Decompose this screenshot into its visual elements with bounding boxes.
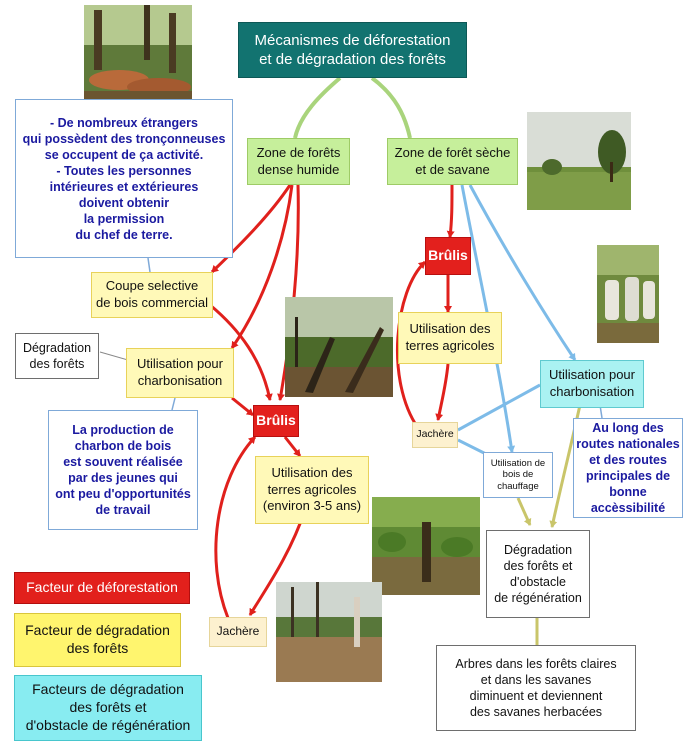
link-brulis-agri [283, 436, 302, 457]
charcoal-note: La production de charbon de bois est sou… [48, 410, 198, 530]
link-charcoal-brulis [231, 396, 254, 417]
brulis-left-node: Brûlis [253, 405, 299, 437]
cassava-field-photo [372, 497, 480, 595]
foreigners-note: - De nombreux étrangers qui possèdent de… [15, 99, 233, 258]
brulis-right-node: Brûlis [425, 237, 471, 275]
jachere-left-node: Jachère [209, 617, 267, 647]
charcoal-bags-photo [597, 245, 659, 343]
degradation-regen-node: Dégradation des forêts et d'obstacle de … [486, 530, 590, 618]
link-dry-charcoal [468, 184, 577, 361]
link-charcoal-note [171, 397, 176, 411]
link-dense-charcoal [230, 184, 294, 349]
dry-savanna-photo [527, 112, 631, 210]
diagram-title: Mécanismes de déforestation et de dégrad… [238, 22, 467, 78]
charcoal-left-node: Utilisation pour charbonisation [126, 348, 234, 398]
link-jachere-brulis [214, 435, 257, 619]
link-charcoal-jachere [457, 383, 541, 432]
cleared-land-photo [276, 582, 382, 682]
legend-deforestation: Facteur de déforestation [14, 572, 190, 604]
link-dense-selective [210, 184, 292, 274]
link-title-dense [293, 76, 342, 139]
link-dry-brulis [446, 184, 455, 238]
link-selective-brulis [209, 303, 273, 401]
zone-dense-humid: Zone de forêts dense humide [247, 138, 350, 185]
charcoal-right-node: Utilisation pour charbonisation [540, 360, 644, 408]
link-degradation-line [99, 351, 129, 361]
link-jachere-brulis-right [395, 260, 427, 429]
legend-degradation-regen: Facteurs de dégradation des forêts et d'… [14, 675, 202, 741]
savanna-result-node: Arbres dans les forêts claires et dans l… [436, 645, 636, 731]
selective-logging-node: Coupe selective de bois commercial [91, 272, 213, 318]
logged-timber-photo [84, 5, 192, 103]
link-foreigners-note [147, 257, 151, 273]
agri-right-node: Utilisation des terres agricoles [398, 312, 502, 364]
link-title-dry [370, 76, 412, 139]
roads-note: Au long des routes nationales et des rou… [573, 418, 683, 518]
forest-degradation-node: Dégradation des forêts [15, 333, 99, 379]
zone-dry-savanna: Zone de forêt sèche et de savane [387, 138, 518, 185]
link-agri-jachere-right [435, 363, 450, 421]
link-firewood-degradation [516, 497, 532, 526]
agri-left-node: Utilisation des terres agricoles (enviro… [255, 456, 369, 524]
burned-forest-photo [285, 297, 393, 397]
firewood-node: Utilisation de bois de chauffage [483, 452, 553, 498]
legend-degradation: Facteur de dégradation des forêts [14, 613, 181, 667]
jachere-right-node: Jachère [412, 422, 458, 448]
link-dense-brulis [277, 184, 300, 401]
